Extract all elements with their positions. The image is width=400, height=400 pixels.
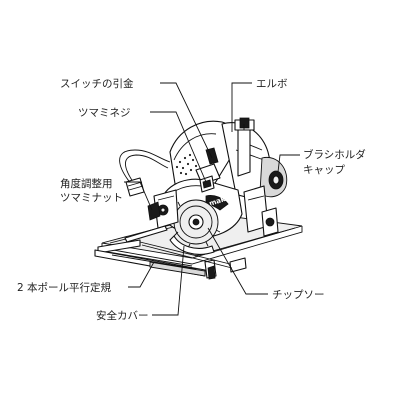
label-tip-saw: チップソー	[272, 289, 325, 301]
callout-labels: スイッチの引金 エルボ ツマミネジ ブラシホルダ キャップ 角度調整用 ツマミナ…	[17, 77, 366, 322]
front-bracket	[153, 189, 179, 229]
leader-parallel-guide	[128, 261, 155, 288]
label-switch-trigger: スイッチの引金	[60, 77, 134, 90]
power-cord	[119, 149, 171, 197]
handle-grip-dots	[175, 153, 198, 176]
label-brush-holder-line1: ブラシホルダ	[303, 148, 366, 161]
angle-adjust-knob-nut	[147, 201, 161, 221]
label-parallel-guide: 2 本ポール平行定規	[17, 281, 112, 294]
leader-tip-saw	[207, 227, 268, 295]
label-knob-screw: ツマミネジ	[78, 107, 131, 119]
knob-screw	[199, 175, 215, 193]
safety-cover	[169, 235, 215, 255]
leader-knob-screw	[150, 111, 207, 183]
leader-brush-holder	[277, 154, 300, 173]
leader-lines	[124, 82, 300, 316]
label-angle-adjust-line1: 角度調整用	[60, 177, 113, 190]
rear-bracket	[243, 185, 279, 237]
label-safety-cover: 安全カバー	[96, 309, 149, 322]
label-elbow: エルボ	[256, 78, 288, 90]
label-angle-adjust-line2: ツマミナット	[60, 192, 123, 204]
leader-safety-cover	[152, 245, 185, 316]
elbow-dust-port	[234, 117, 255, 177]
leader-switch-trigger	[160, 82, 213, 159]
label-brush-holder-line2: キャップ	[303, 164, 345, 176]
leader-angle-adjust	[124, 181, 153, 211]
leader-elbow	[231, 82, 252, 132]
